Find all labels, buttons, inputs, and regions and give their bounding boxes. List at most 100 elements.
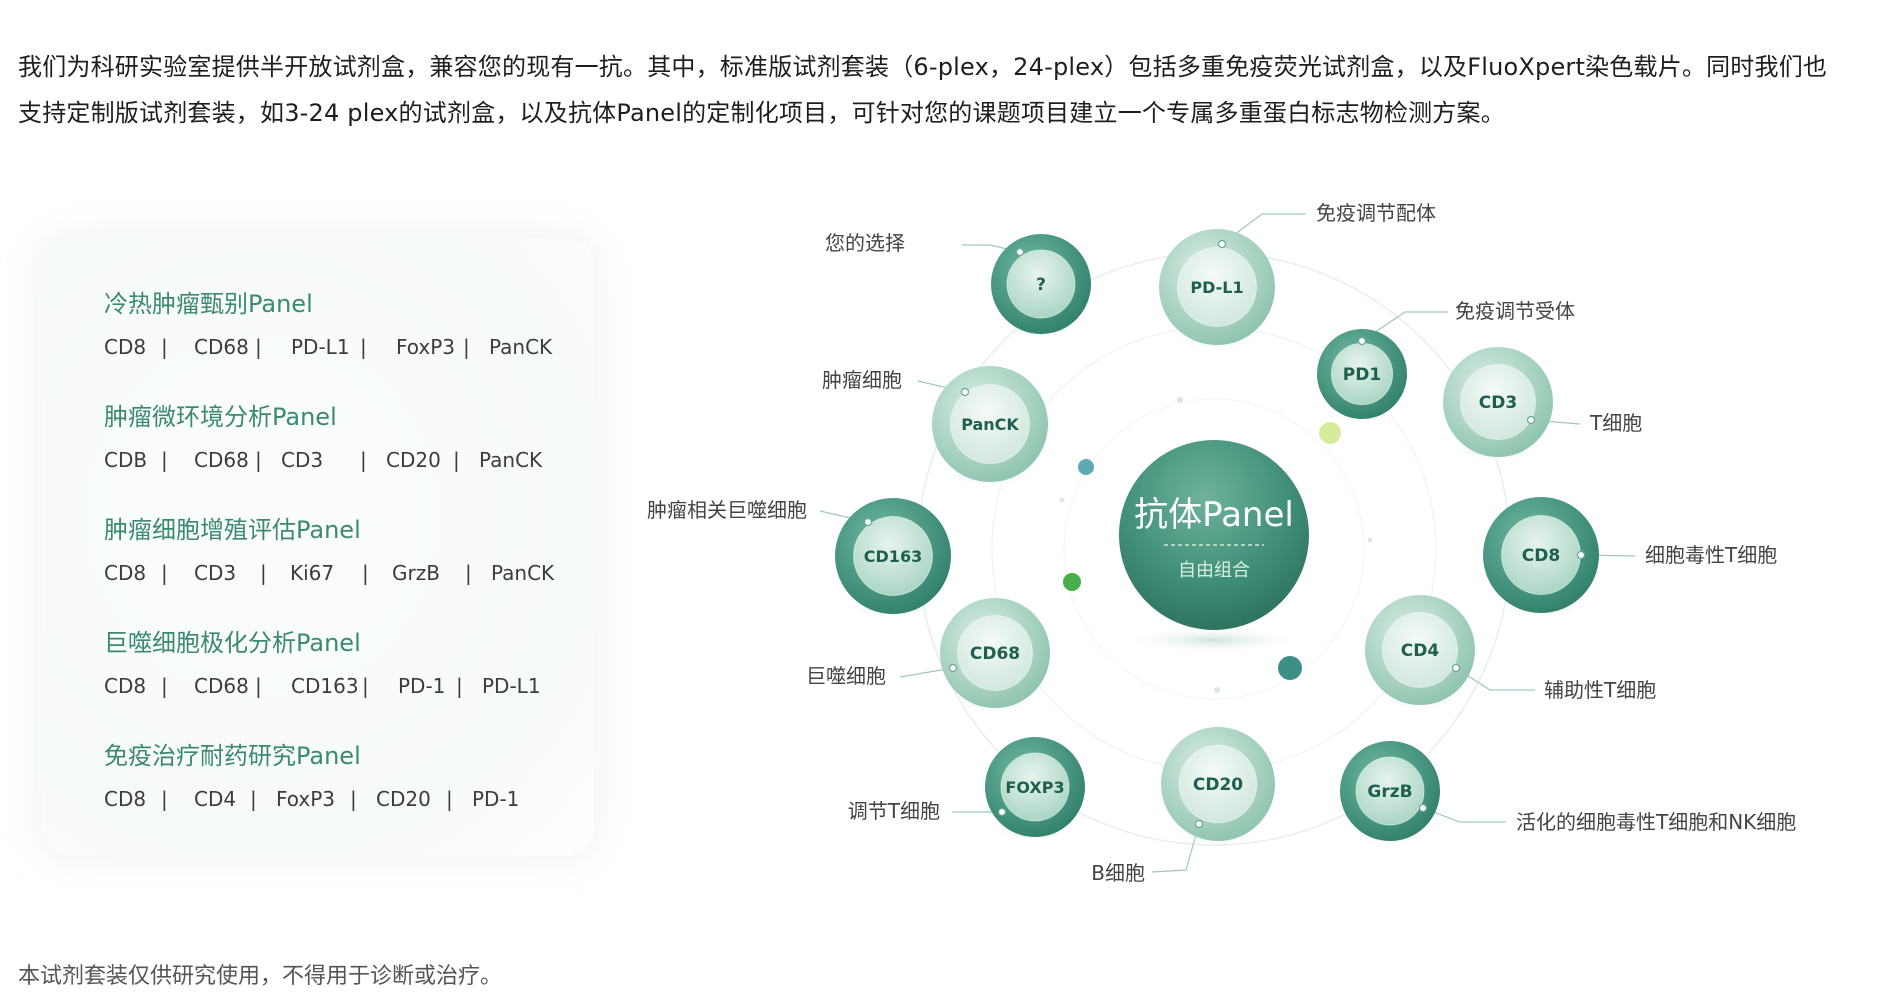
callout-line-pd1 bbox=[1361, 311, 1448, 342]
decor-dot bbox=[1278, 656, 1302, 680]
node-layer: ?PD-L1PD1CD3CD8CD4GrzBCD20FOXP3CD68CD163… bbox=[835, 229, 1599, 845]
intro-text: 我们为科研实验室提供半开放试剂盒，兼容您的现有一抗。其中，标准版试剂套装（6-p… bbox=[18, 44, 1878, 136]
marker: Ki67 bbox=[290, 561, 335, 585]
node-core bbox=[950, 384, 1030, 464]
node-panck: PanCK bbox=[932, 366, 1048, 486]
callout-anchor-dot bbox=[863, 517, 873, 527]
node-cd68: CD68 bbox=[940, 598, 1050, 712]
callout-anchor-dot bbox=[1576, 550, 1586, 560]
node-label-cd163: CD163 bbox=[864, 547, 922, 566]
center-subtitle: 自由组合 bbox=[1178, 560, 1250, 581]
marker-row: CD8 | CD68 | CD163 | PD-1 | PD-L1 bbox=[104, 674, 541, 698]
marker: PanCK bbox=[479, 448, 543, 472]
decor-dot bbox=[1078, 459, 1094, 475]
callout-anchor-dot bbox=[1451, 663, 1461, 673]
callout-anchor-dot bbox=[1194, 819, 1204, 829]
marker-row: CDB | CD68 | CD3 | CD20 | PanCK bbox=[104, 448, 542, 472]
callout-label-cd8: 细胞毒性T细胞 bbox=[1645, 543, 1777, 567]
marker: PD-L1 bbox=[291, 335, 350, 359]
separator: | bbox=[161, 787, 168, 811]
callout-label-pd1: 免疫调节受体 bbox=[1455, 299, 1575, 323]
node-cd163: CD163 bbox=[835, 498, 951, 618]
separator: | bbox=[463, 335, 470, 359]
intro-line-1: 我们为科研实验室提供半开放试剂盒，兼容您的现有一抗。其中，标准版试剂套装（6-p… bbox=[18, 53, 1828, 81]
callout-anchor-dot bbox=[1357, 336, 1367, 346]
callout-line-grzb bbox=[1422, 807, 1506, 823]
decor-dot bbox=[1063, 573, 1081, 591]
node-pdl1: PD-L1 bbox=[1159, 229, 1275, 349]
callout-label-grzb: 活化的细胞毒性T细胞和NK细胞 bbox=[1516, 810, 1796, 834]
panel-title: 冷热肿瘤甄别Panel bbox=[104, 290, 313, 318]
node-label-panck: PanCK bbox=[961, 415, 1019, 434]
decor-dot bbox=[1059, 497, 1065, 503]
marker: CD8 bbox=[104, 335, 147, 359]
separator: | bbox=[360, 448, 367, 472]
separator: | bbox=[255, 448, 262, 472]
callout-label-pdl1: 免疫调节配体 bbox=[1316, 201, 1436, 225]
marker: CD163 bbox=[291, 674, 359, 698]
node-cd20: CD20 bbox=[1161, 727, 1275, 845]
node-label-choice: ? bbox=[1036, 275, 1046, 295]
panel-item: 冷热肿瘤甄别Panel CD8 | CD68 | PD-L1 | FoxP3 |… bbox=[104, 284, 552, 359]
callout-label-panck: 肿瘤细胞 bbox=[822, 368, 902, 392]
intro-line-2: 支持定制版试剂套装，如3-24 plex的试剂盒，以及抗体Panel的定制化项目… bbox=[18, 99, 1505, 127]
panel-item: 肿瘤细胞增殖评估Panel CD8 | CD3 | Ki67 | GrzB | … bbox=[104, 510, 554, 585]
separator: | bbox=[161, 561, 168, 585]
node-core bbox=[957, 615, 1033, 691]
callout-label-choice: 您的选择 bbox=[825, 231, 905, 255]
center-node: 抗体Panel 自由组合 bbox=[1119, 440, 1309, 654]
separator: | bbox=[360, 335, 367, 359]
marker: CD8 bbox=[104, 561, 147, 585]
separator: | bbox=[161, 448, 168, 472]
decor-dot bbox=[1214, 687, 1220, 693]
separator: | bbox=[260, 561, 267, 585]
callout-anchor-dot bbox=[948, 663, 958, 673]
marker: PanCK bbox=[491, 561, 555, 585]
marker: CD68 bbox=[194, 448, 249, 472]
node-label-foxp3: FOXP3 bbox=[1005, 778, 1064, 797]
separator: | bbox=[362, 561, 369, 585]
marker: CD4 bbox=[194, 787, 237, 811]
decor-dot bbox=[1319, 422, 1341, 444]
decor-dot bbox=[1367, 537, 1373, 543]
center-title: 抗体Panel bbox=[1134, 495, 1294, 535]
node-label-pd1: PD1 bbox=[1343, 365, 1381, 385]
marker: CD20 bbox=[376, 787, 431, 811]
separator: | bbox=[161, 674, 168, 698]
node-grzb: GrzB bbox=[1340, 741, 1440, 844]
node-label-cd3: CD3 bbox=[1479, 393, 1517, 413]
node-cd3: CD3 bbox=[1443, 347, 1553, 461]
marker: CD68 bbox=[194, 674, 249, 698]
marker: CD3 bbox=[281, 448, 324, 472]
node-pd1: PD1 bbox=[1317, 329, 1407, 422]
marker: CD68 bbox=[194, 335, 249, 359]
marker: FoxP3 bbox=[396, 335, 456, 359]
node-core bbox=[1178, 744, 1258, 824]
disclaimer: 本试剂套装仅供研究使用，不得用于诊断或治疗。 bbox=[18, 964, 503, 989]
marker: PD-1 bbox=[472, 787, 520, 811]
panel-item: 免疫治疗耐药研究Panel CD8 | CD4 | FoxP3 | CD20 |… bbox=[104, 736, 519, 811]
separator: | bbox=[453, 448, 460, 472]
node-core bbox=[1006, 249, 1076, 319]
node-choice: ? bbox=[991, 234, 1091, 337]
callout-anchor-dot bbox=[1418, 803, 1428, 813]
marker: PD-1 bbox=[398, 674, 446, 698]
node-label-cd20: CD20 bbox=[1193, 775, 1243, 795]
panel-title: 巨噬细胞极化分析Panel bbox=[104, 629, 361, 657]
callout-label-cd4: 辅助性T细胞 bbox=[1544, 678, 1656, 702]
node-label-pdl1: PD-L1 bbox=[1190, 278, 1243, 297]
node-core bbox=[1355, 756, 1425, 826]
callout-anchor-dot bbox=[1015, 247, 1025, 257]
marker: CD20 bbox=[386, 448, 441, 472]
marker: CD8 bbox=[104, 674, 147, 698]
panel-item: 肿瘤微环境分析Panel CDB | CD68 | CD3 | CD20 | P… bbox=[104, 397, 542, 472]
node-core bbox=[853, 516, 933, 596]
callout-anchor-dot bbox=[960, 387, 970, 397]
center-circle bbox=[1119, 440, 1309, 630]
panel-item: 巨噬细胞极化分析Panel CD8 | CD68 | CD163 | PD-1 … bbox=[104, 623, 541, 698]
separator: | bbox=[456, 674, 463, 698]
marker: GrzB bbox=[392, 561, 440, 585]
node-label-cd4: CD4 bbox=[1401, 641, 1440, 661]
separator: | bbox=[362, 674, 369, 698]
